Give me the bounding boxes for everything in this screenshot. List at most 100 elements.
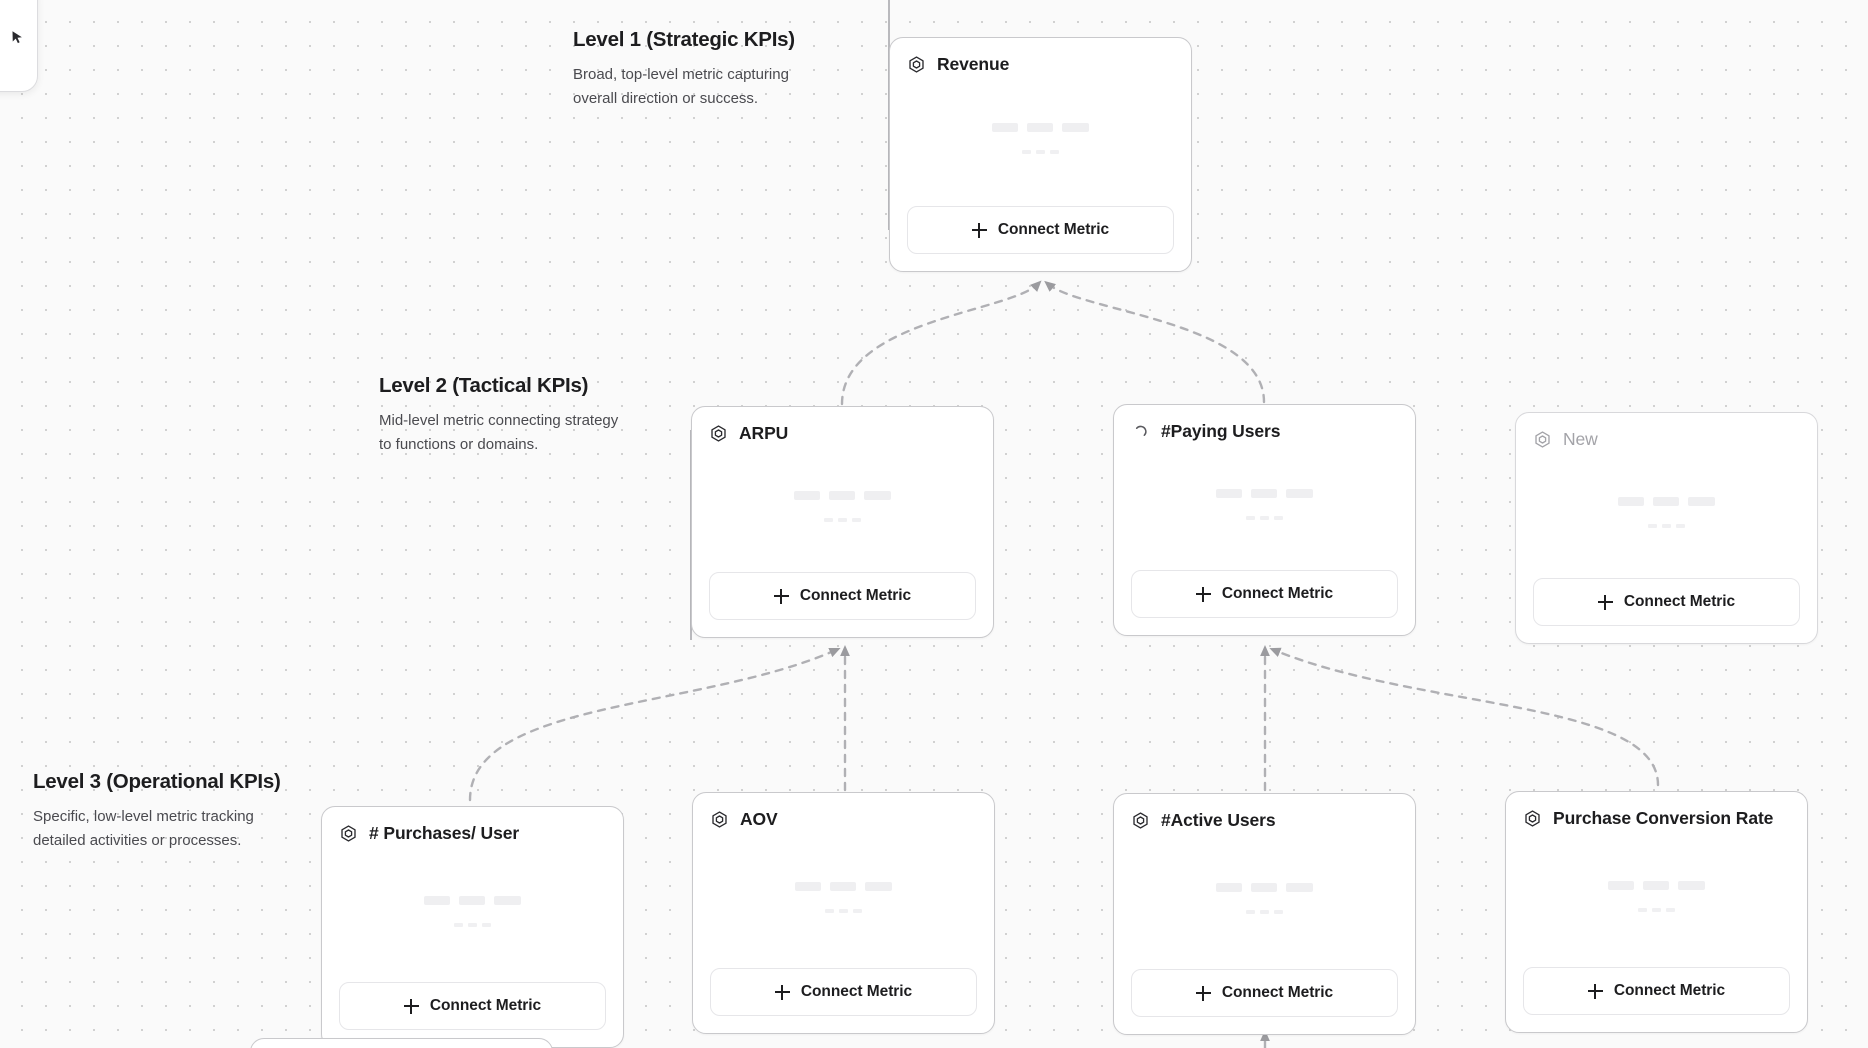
metric-card-revenue[interactable]: Revenue Connect Metric [889,37,1192,272]
skeleton-row-secondary [1022,150,1059,154]
skeleton-bar [1286,488,1313,498]
card-skeleton-body [907,75,1174,206]
skeleton-bar [1688,496,1715,506]
card-skeleton-body [1533,450,1800,578]
card-header: #Active Users [1131,810,1398,831]
hexagon-metric-icon [1131,811,1150,830]
skeleton-dash [1666,907,1675,912]
skeleton-dash [1260,909,1269,914]
skeleton-row-secondary [1638,907,1675,912]
card-header: #Paying Users [1131,421,1398,442]
card-title: # Purchases/ User [369,823,520,843]
card-header: Purchase Conversion Rate [1523,808,1790,829]
skeleton-row-primary [794,490,891,500]
skeleton-bar [829,490,855,500]
connect-metric-button[interactable]: Connect Metric [1131,969,1398,1017]
skeleton-dash [1022,150,1031,154]
card-skeleton-body [709,444,976,572]
skeleton-dash [1638,907,1647,912]
connect-metric-button[interactable]: Connect Metric [1131,570,1398,618]
metric-card-below-fold[interactable] [250,1038,553,1048]
skeleton-dash [825,908,834,913]
connect-metric-label: Connect Metric [1221,984,1334,1001]
level-2-label: Level 2 (Tactical KPIs) Mid-level metric… [379,374,629,457]
skeleton-bar [1618,496,1644,506]
skeleton-bar [494,895,521,905]
skeleton-bar [1643,880,1669,890]
canvas-rail-mid [690,430,692,640]
card-skeleton-body [710,830,977,968]
skeleton-row-primary [1608,880,1705,890]
skeleton-bar [1653,496,1679,506]
skeleton-row-primary [992,123,1089,132]
skeleton-dash [468,922,477,927]
card-title: Revenue [937,54,1010,74]
skeleton-row-primary [424,895,521,905]
plus-icon [1597,594,1613,610]
card-header: Revenue [907,54,1174,75]
card-title: Purchase Conversion Rate [1553,808,1774,828]
level-1-title: Level 1 (Strategic KPIs) [573,28,795,51]
metric-card-purchase-conversion-rate[interactable]: Purchase Conversion Rate Connect Metric [1505,791,1808,1033]
hexagon-metric-icon [710,810,729,829]
skeleton-dash [454,922,463,927]
connect-metric-button[interactable]: Connect Metric [907,206,1174,254]
skeleton-bar [795,881,821,891]
skeleton-dash [482,922,491,927]
canvas-rail-upper [888,0,890,230]
skeleton-row-secondary [1246,515,1283,520]
skeleton-bar [1251,488,1277,498]
connect-metric-button[interactable]: Connect Metric [339,982,606,1030]
skeleton-dash [1260,515,1269,520]
level-2-description: Mid-level metric connecting strategy to … [379,412,619,453]
connect-metric-button[interactable]: Connect Metric [710,968,977,1016]
hexagon-metric-icon [1533,430,1552,449]
skeleton-dash [839,908,848,913]
skeleton-bar [1678,880,1705,890]
card-skeleton-body [1131,831,1398,969]
skeleton-dash [853,908,862,913]
skeleton-bar [1062,123,1089,132]
skeleton-dash [1246,515,1255,520]
skeleton-bar [992,123,1018,132]
skeleton-bar [794,490,820,500]
skeleton-bar [864,490,891,500]
skeleton-bar [1216,488,1242,498]
skeleton-bar [1216,882,1242,892]
level-1-label: Level 1 (Strategic KPIs) Broad, top-leve… [573,28,823,111]
skeleton-dash [1036,150,1045,154]
skeleton-row-secondary [454,922,491,927]
skeleton-bar [459,895,485,905]
metric-card-new[interactable]: New Connect Metric [1515,412,1818,644]
hexagon-metric-icon [339,824,358,843]
skeleton-dash [1246,909,1255,914]
connect-metric-label: Connect Metric [1613,982,1726,999]
skeleton-row-secondary [1648,523,1685,528]
floating-toolbar-panel[interactable] [0,0,38,92]
card-title: #Paying Users [1161,421,1281,441]
connect-metric-button[interactable]: Connect Metric [709,572,976,620]
connect-metric-label: Connect Metric [1623,593,1736,610]
hexagon-metric-icon [709,424,728,443]
skeleton-row-primary [795,881,892,891]
skeleton-dash [1050,150,1059,154]
skeleton-dash [1676,523,1685,528]
card-title: AOV [740,809,778,829]
connect-metric-label: Connect Metric [1221,585,1334,602]
metric-card-aov[interactable]: AOV Connect Metric [692,792,995,1034]
connect-metric-button[interactable]: Connect Metric [1523,967,1790,1015]
metric-card-active-users[interactable]: #Active Users Connect Metric [1113,793,1416,1035]
skeleton-bar [830,881,856,891]
metric-card-paying-users[interactable]: #Paying Users Connect Metric [1113,404,1416,636]
skeleton-dash [1274,909,1283,914]
skeleton-row-secondary [824,517,861,522]
plus-icon [1195,985,1211,1001]
connect-metric-button[interactable]: Connect Metric [1533,578,1800,626]
skeleton-dash [852,517,861,522]
metric-card-purchases-per-user[interactable]: # Purchases/ User Connect Metric [321,806,624,1048]
card-header: ARPU [709,423,976,444]
plus-icon [774,984,790,1000]
metric-card-arpu[interactable]: ARPU Connect Metric [691,406,994,638]
skeleton-bar [865,881,892,891]
